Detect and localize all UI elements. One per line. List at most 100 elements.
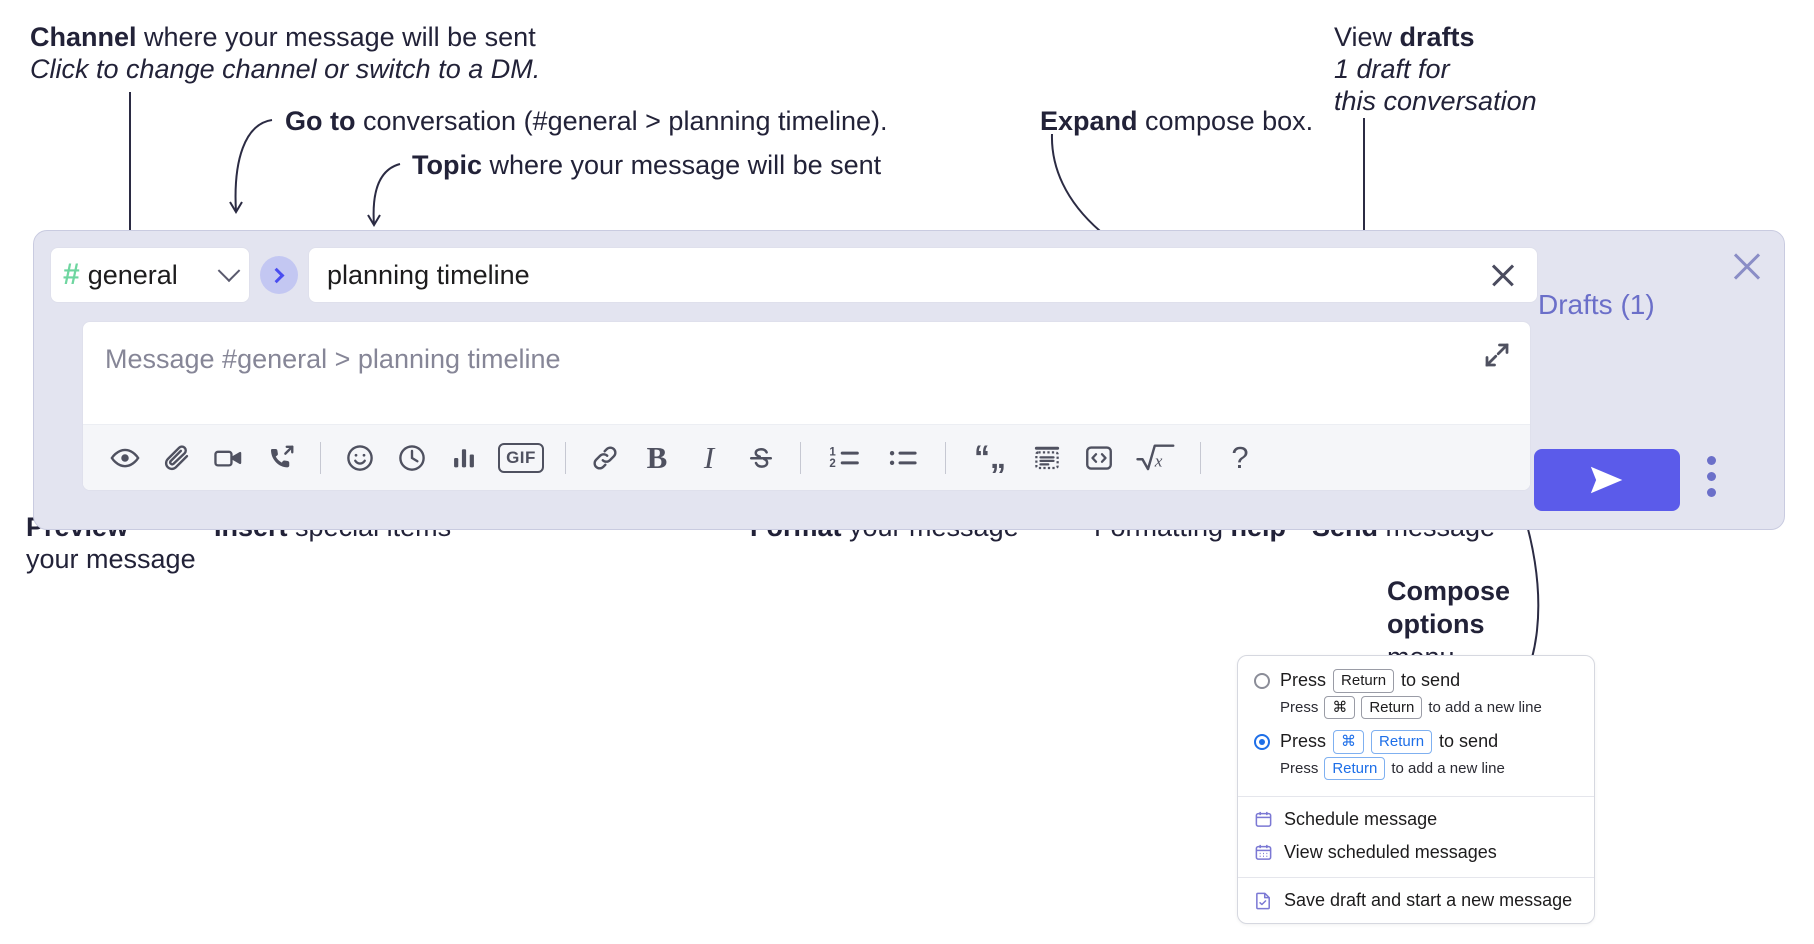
code-button[interactable] (1073, 432, 1125, 484)
annotation-topic-rest: where your message will be sent (482, 150, 882, 180)
menu-item-label: Schedule message (1284, 809, 1438, 829)
italic-button[interactable]: I (683, 432, 735, 484)
close-panel-button[interactable] (1730, 249, 1764, 283)
quote-icon: “„ (974, 439, 1006, 475)
svg-text:x: x (1154, 451, 1163, 470)
annotation-channel-rest: where your message will be sent (136, 22, 536, 52)
bulleted-list-button[interactable] (874, 432, 932, 484)
reminder-button[interactable] (386, 432, 438, 484)
radio-selected-icon[interactable] (1254, 733, 1270, 750)
option1-text: Press Return to send (1280, 669, 1460, 693)
annotation-drafts: View drafts 1 draft for this conversatio… (1334, 22, 1537, 118)
emoji-button[interactable] (334, 432, 386, 484)
gif-button[interactable]: GIF (490, 432, 552, 484)
hash-icon: # (63, 258, 80, 291)
separator-3 (800, 441, 801, 474)
compose-options-button[interactable] (1707, 456, 1719, 504)
svg-text:2: 2 (829, 458, 835, 470)
topic-value: planning timeline (327, 259, 530, 290)
strikethrough-button[interactable] (735, 432, 787, 484)
compose-header-row: # general planning timeline (50, 247, 1538, 303)
leader-topic (372, 163, 401, 226)
expand-icon[interactable] (1482, 340, 1512, 370)
separator-4 (945, 441, 946, 474)
menu-divider-1 (1238, 796, 1594, 797)
annotation-channel: Channel where your message will be sent … (30, 22, 540, 86)
paper-plane-icon (1590, 466, 1623, 494)
formatting-help-button[interactable]: ? (1214, 432, 1266, 484)
bold-button[interactable]: B (631, 432, 683, 484)
calendar-icon (1255, 811, 1272, 827)
separator-2 (565, 441, 566, 474)
option2-text: Press ⌘ Return to send (1280, 730, 1498, 754)
option2-sub-key-return: Return (1324, 756, 1386, 780)
attach-button[interactable] (151, 432, 203, 484)
bold-label: B (646, 439, 668, 475)
option1-key-return: Return (1333, 669, 1395, 693)
option2-sub-press: Press (1280, 759, 1319, 777)
svg-text:1: 1 (829, 446, 836, 458)
link-button[interactable] (579, 432, 631, 484)
separator-5 (1200, 441, 1201, 474)
option2-tail: to send (1439, 731, 1499, 752)
annotation-compose-line2: options (1387, 608, 1485, 639)
option1-tail: to send (1401, 670, 1461, 691)
annotation-expand-rest: compose box. (1137, 106, 1314, 136)
menu-item-schedule-message[interactable]: Schedule message (1238, 803, 1594, 836)
poll-button[interactable] (438, 432, 490, 484)
kebab-dot-2 (1707, 472, 1716, 481)
video-button[interactable] (203, 432, 255, 484)
menu-item-label: Save draft and start a new message (1284, 890, 1573, 910)
annotation-drafts-rest: View (1334, 22, 1400, 52)
drafts-link[interactable]: Drafts (1) (1538, 289, 1655, 320)
annotation-drafts-bold: drafts (1399, 22, 1475, 52)
option1-sub-press: Press (1280, 698, 1319, 716)
blockquote-button[interactable]: “„ (959, 432, 1021, 484)
radio-unselected-icon[interactable] (1254, 672, 1270, 689)
annotation-topic: Topic where your message will be sent (412, 150, 881, 182)
send-button[interactable] (1534, 449, 1680, 511)
channel-name-label: general (87, 259, 178, 290)
preview-button[interactable] (99, 432, 151, 484)
ordered-list-button[interactable]: 1 2 (814, 432, 874, 484)
option1-sub-key-return: Return (1361, 695, 1423, 719)
menu-item-view-scheduled-messages[interactable]: View scheduled messages (1238, 836, 1594, 869)
annotation-drafts-line3: this conversation (1334, 85, 1537, 116)
chevron-right-icon (268, 267, 284, 283)
goto-conversation-button[interactable] (260, 256, 298, 294)
clear-topic-icon[interactable] (1487, 259, 1519, 291)
italic-label: I (703, 439, 715, 475)
gif-label: GIF (498, 442, 544, 473)
annotation-drafts-line2: 1 draft for (1334, 53, 1450, 84)
option1-sub-key-cmd: ⌘ (1324, 695, 1356, 719)
menu-option-cmd-return-to-send[interactable]: Press ⌘ Return to send (1238, 727, 1594, 755)
channel-selector[interactable]: # general (50, 247, 250, 303)
option2-sub-tail: to add a new line (1391, 759, 1505, 777)
option1-press: Press (1280, 670, 1327, 691)
chevron-down-icon (217, 259, 241, 283)
annotation-expand-bold: Expand (1040, 106, 1138, 136)
option1-sub-tail: to add a new line (1428, 698, 1542, 716)
option2-subtext: Press Return to add a new line (1238, 755, 1594, 789)
topic-field[interactable]: planning timeline (308, 247, 1538, 303)
code-block-button[interactable] (1021, 432, 1073, 484)
annotation-topic-bold: Topic (412, 150, 482, 180)
kebab-dot-1 (1707, 456, 1716, 465)
question-mark-icon: ? (1231, 439, 1249, 475)
audio-button[interactable] (255, 432, 307, 484)
annotation-goto-bold: Go to (285, 106, 356, 136)
compose-options-menu: Press Return to send Press ⌘ Return to a… (1237, 655, 1595, 924)
calendar-grid-icon (1255, 844, 1272, 860)
option2-press: Press (1280, 731, 1327, 752)
option2-key-return: Return (1371, 730, 1433, 754)
annotation-preview-line2: your message (26, 543, 196, 574)
menu-option-return-to-send[interactable]: Press Return to send (1238, 666, 1594, 694)
menu-item-save-draft[interactable]: Save draft and start a new message (1238, 884, 1594, 917)
compose-box: # general planning timeline Message #gen… (33, 230, 1785, 530)
leader-goto (234, 119, 273, 213)
annotation-goto-rest: conversation (#general > planning timeli… (355, 106, 888, 136)
message-input-area[interactable]: Message #general > planning timeline (82, 321, 1531, 491)
kebab-dot-3 (1707, 488, 1716, 497)
math-button[interactable]: x (1125, 432, 1187, 484)
